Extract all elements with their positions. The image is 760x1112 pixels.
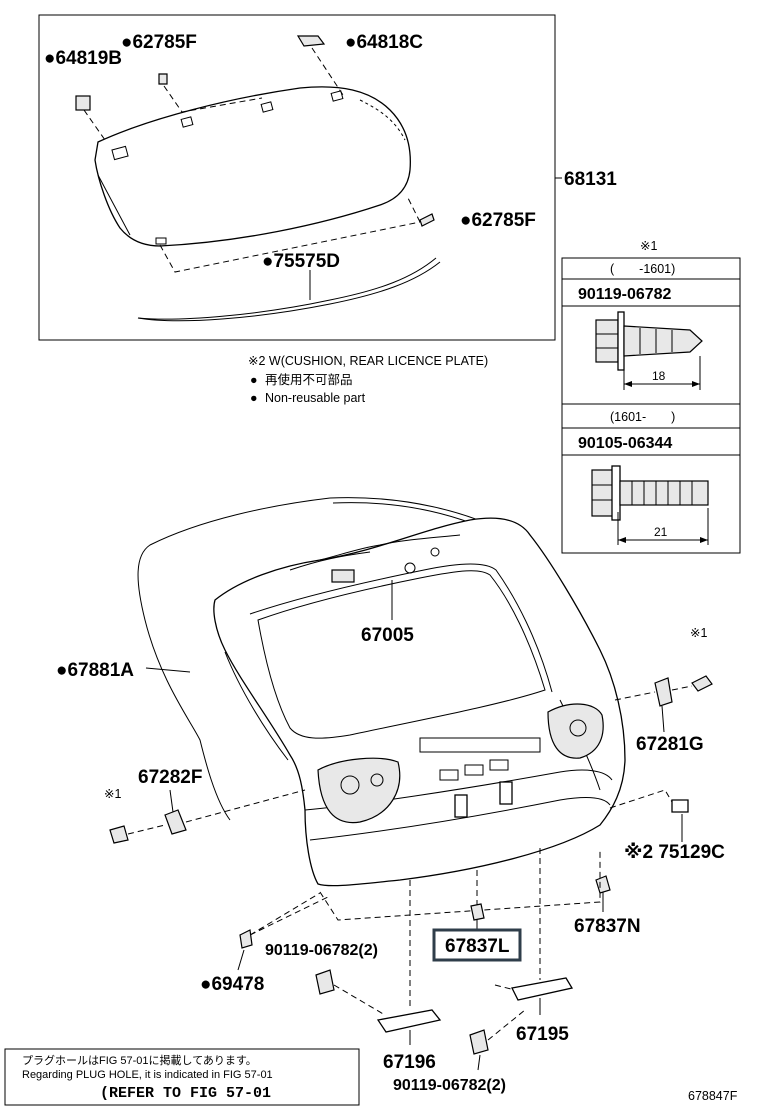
bolt-row2-dim: 21 [654,525,668,539]
label-90119-left: 90119-06782(2) [265,942,378,959]
label-75575D: ●75575D [262,251,340,272]
label-67005: 67005 [361,625,414,646]
bolt-row1-part: 90119-06782 [578,286,672,303]
back-glass [94,86,411,247]
bolt-table-title: ※1 [640,239,657,253]
label-67196: 67196 [383,1052,436,1073]
label-75129C: ※2 75129C [624,842,725,863]
clip-64819B [75,95,91,111]
bracket-67196 [376,1009,442,1033]
clip-62785F-right [419,213,435,227]
label-62785F-top: ●62785F [121,32,197,53]
figure-id: 678847F [688,1089,738,1103]
label-69478: ●69478 [200,974,264,995]
stopper-67281G [654,677,673,707]
bolt-90105-06344-drawing [591,465,709,545]
bolt-right [691,675,713,692]
label-90119-bottom: 90119-06782(2) [393,1077,506,1094]
bolt-row1-dim: 18 [652,369,666,383]
note-bullet-1: ● [250,373,258,387]
bolt-row2-part: 90105-06344 [578,435,672,452]
bracket-67195 [511,977,574,1001]
label-64819B: ●64819B [44,48,122,69]
back-door-67005 [213,517,626,887]
weatherstrip-67881A [137,497,331,821]
bolt-left [109,825,129,844]
label-62785F-right: ●62785F [460,210,536,231]
bolt-row1-range: ( -1601) [610,262,675,276]
footer-jp: プラグホールはFIG 57-01に掲載してあります。 [22,1053,257,1067]
note-bullet-2: ● [250,391,258,405]
label-67195: 67195 [516,1024,569,1045]
label-mark1-left: ※1 [104,787,121,801]
clip-67837N [595,875,611,894]
label-67881A: ●67881A [56,660,134,681]
footer-ref: (REFER TO FIG 57-01 [100,1085,271,1102]
bolt-row2-range: (1601- ) [610,410,675,424]
label-64818C: ●64818C [345,32,423,53]
grommet-69478 [239,929,253,949]
footer-en: Regarding PLUG HOLE, it is indicated in … [22,1069,273,1081]
footer-note-box [4,1048,360,1106]
molding-75575D [137,261,441,322]
label-67282F: 67282F [138,767,202,788]
label-mark1-right: ※1 [690,626,707,640]
cushion-75129C [671,799,689,813]
bolt-90119-left [315,969,335,995]
bolt-90119-bottom [469,1029,489,1055]
label-67281G: 67281G [636,734,704,755]
clip-64818C [296,35,326,47]
clip-67837L [470,903,485,921]
note-en-nonreusable: Non-reusable part [265,391,366,405]
label-67837N: 67837N [574,916,641,937]
note-jp-nonreusable: 再使用不可部品 [265,372,353,387]
note-w2: ※2 W(CUSHION, REAR LICENCE PLATE) [248,354,488,368]
clip-62785F-top [158,73,168,85]
label-68131: 68131 [564,169,617,190]
bolt-90119-06782-drawing [595,311,703,390]
bolt-table [561,257,741,554]
label-67837L: 67837L [445,936,510,957]
highlight-box-67837L [432,928,522,962]
stopper-67282F [164,809,187,835]
